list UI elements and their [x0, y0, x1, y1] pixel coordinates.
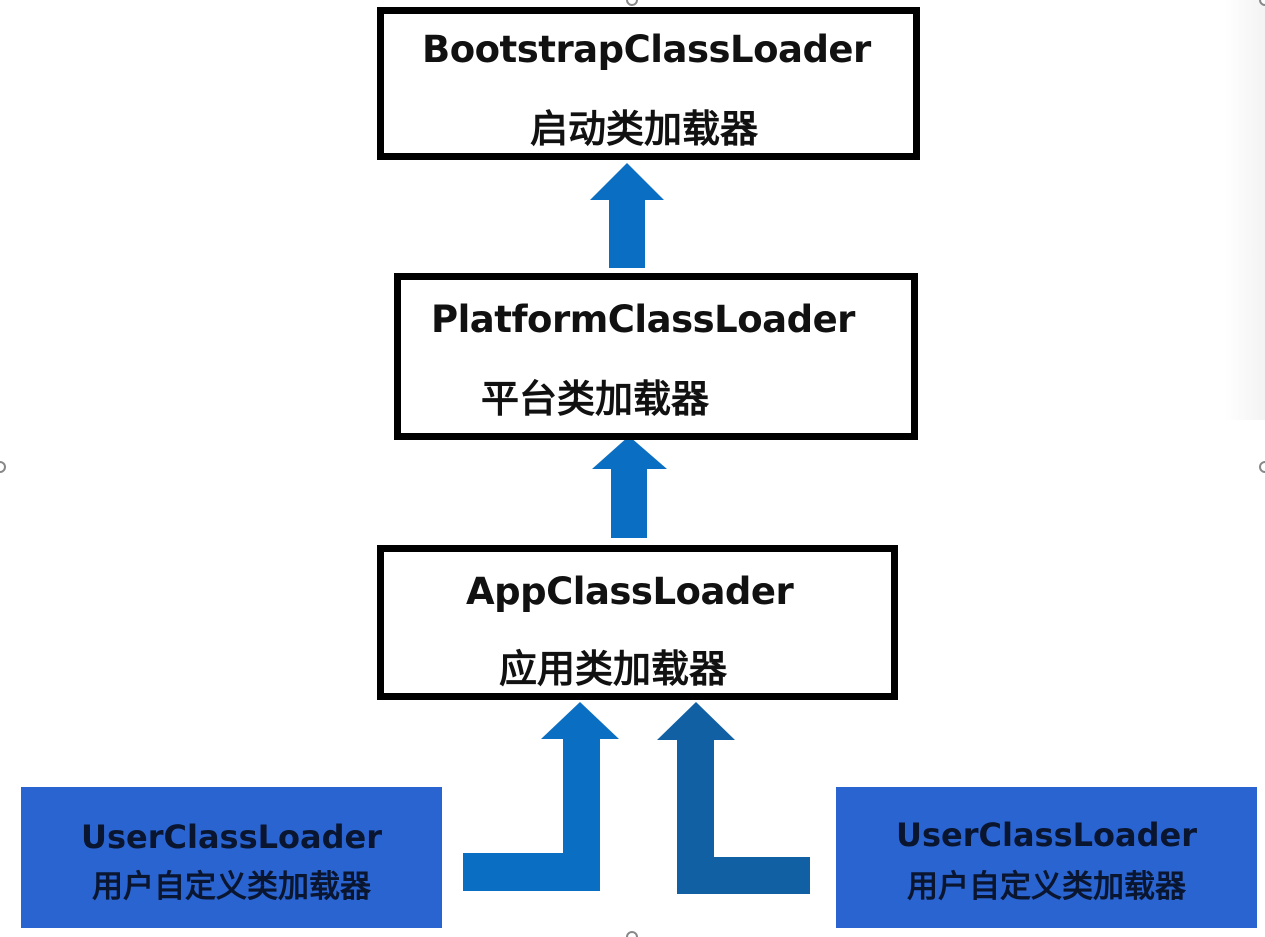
node-app-name: AppClassLoader: [466, 570, 794, 613]
arrow-platform-to-bootstrap: [590, 163, 664, 268]
node-bootstrap-label: 启动类加载器: [530, 107, 759, 151]
resize-handle-bottom[interactable]: [626, 931, 638, 937]
node-bootstrap-class-loader: BootstrapClassLoader 启动类加载器: [377, 7, 920, 160]
node-platform-class-loader: PlatformClassLoader 平台类加载器: [394, 273, 918, 440]
node-platform-name: PlatformClassLoader: [431, 298, 855, 341]
resize-handle-top-right[interactable]: [1259, 0, 1265, 6]
right-edge-shadow: [1225, 0, 1265, 420]
arrow-user-left-to-app: [463, 702, 619, 891]
arrow-user-right-to-app: [657, 702, 810, 894]
node-user-class-loader-left: UserClassLoader 用户自定义类加载器: [21, 787, 442, 928]
node-user-class-loader-right: UserClassLoader 用户自定义类加载器: [836, 787, 1257, 928]
node-app-class-loader: AppClassLoader 应用类加载器: [377, 545, 898, 700]
node-user-right-name: UserClassLoader: [895, 816, 1197, 854]
node-user-left-label: 用户自定义类加载器: [92, 869, 371, 905]
node-app-label: 应用类加载器: [499, 647, 728, 691]
node-user-left-name: UserClassLoader: [80, 818, 382, 856]
node-bootstrap-name: BootstrapClassLoader: [422, 28, 871, 71]
resize-handle-right[interactable]: [1259, 461, 1265, 473]
resize-handle-left[interactable]: [0, 461, 6, 473]
node-platform-label: 平台类加载器: [481, 377, 710, 421]
arrow-app-to-platform: [592, 436, 667, 538]
node-user-right-label: 用户自定义类加载器: [907, 869, 1186, 905]
resize-handle-top[interactable]: [626, 0, 638, 6]
